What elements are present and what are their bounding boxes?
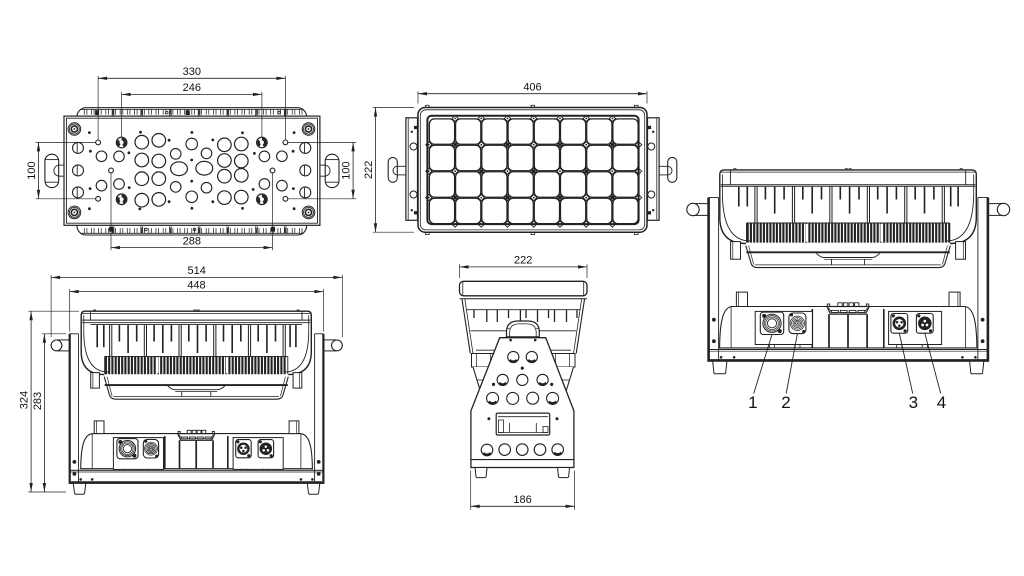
svg-text:186: 186 (513, 494, 531, 506)
svg-text:2: 2 (781, 393, 790, 412)
svg-text:100: 100 (341, 161, 353, 179)
svg-text:1: 1 (748, 393, 757, 412)
svg-text:330: 330 (183, 66, 201, 78)
svg-text:514: 514 (188, 265, 206, 277)
svg-text:406: 406 (523, 82, 541, 94)
svg-text:288: 288 (183, 235, 201, 247)
svg-text:448: 448 (187, 279, 205, 291)
svg-text:222: 222 (363, 161, 375, 179)
svg-text:100: 100 (26, 161, 38, 179)
svg-text:324: 324 (19, 391, 31, 409)
svg-text:222: 222 (514, 255, 532, 267)
svg-text:283: 283 (32, 392, 44, 410)
svg-text:3: 3 (909, 393, 918, 412)
svg-text:4: 4 (937, 393, 946, 412)
svg-text:246: 246 (183, 82, 201, 94)
